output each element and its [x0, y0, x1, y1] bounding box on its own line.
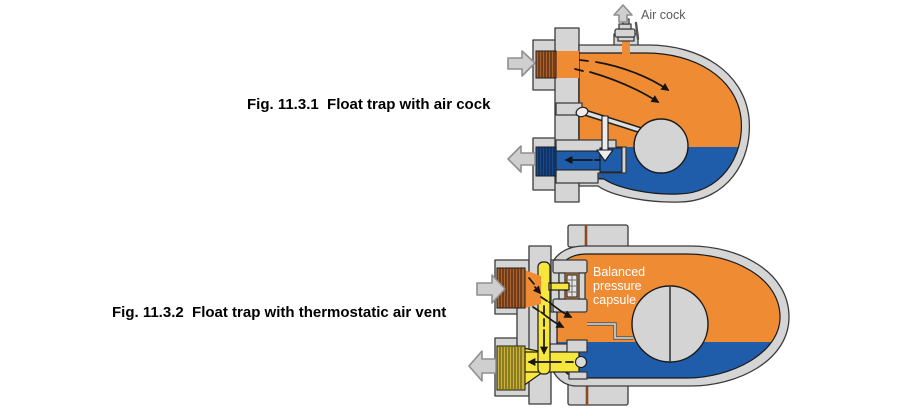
- air-vent-arrow-icon: [613, 4, 633, 23]
- steam-inlet-arrow-icon: [476, 274, 506, 304]
- steam-flow-arrows: [574, 59, 670, 103]
- float-lever: [555, 102, 650, 136]
- steam-inlet-arrow-icon: [507, 50, 536, 77]
- inlet-passage: [556, 51, 579, 78]
- svg-text:Balanced: Balanced: [593, 265, 645, 279]
- air-flow-arrows: [527, 277, 574, 366]
- top-flange: [567, 224, 629, 248]
- balanced-pressure-capsule: [550, 259, 588, 313]
- outlet-thread: [496, 345, 526, 391]
- figure-1-caption: Fig. 11.3.1 Float trap with air cock: [247, 96, 491, 113]
- condensate-outlet-arrow-icon: [507, 145, 536, 173]
- float-valve: [566, 339, 588, 380]
- outlet-thread: [535, 146, 557, 177]
- float-ball: [633, 118, 689, 174]
- air-cock-label: Air cock: [641, 8, 686, 22]
- svg-text:pressure: pressure: [593, 279, 642, 293]
- float-trap-thermostatic-vent-diagram: Balanced pressure capsule: [468, 224, 790, 406]
- air-cock-handle: [634, 21, 640, 41]
- float-trap-air-cock-diagram: Air cock: [507, 4, 751, 203]
- inlet-passage: [525, 270, 541, 308]
- lever-pivot: [575, 106, 589, 118]
- figure-2-caption: Fig. 11.3.2 Float trap with thermostatic…: [112, 304, 447, 321]
- svg-text:capsule: capsule: [593, 293, 636, 307]
- valve-stem-arrow: [596, 115, 614, 162]
- float-ball: [631, 285, 709, 363]
- capsule-label: Balanced pressure capsule: [593, 265, 645, 307]
- condensate-outlet-arrow-icon: [468, 350, 497, 382]
- inlet-thread: [535, 50, 557, 79]
- air-cock-valve: [614, 18, 640, 54]
- float-lever: [587, 322, 633, 340]
